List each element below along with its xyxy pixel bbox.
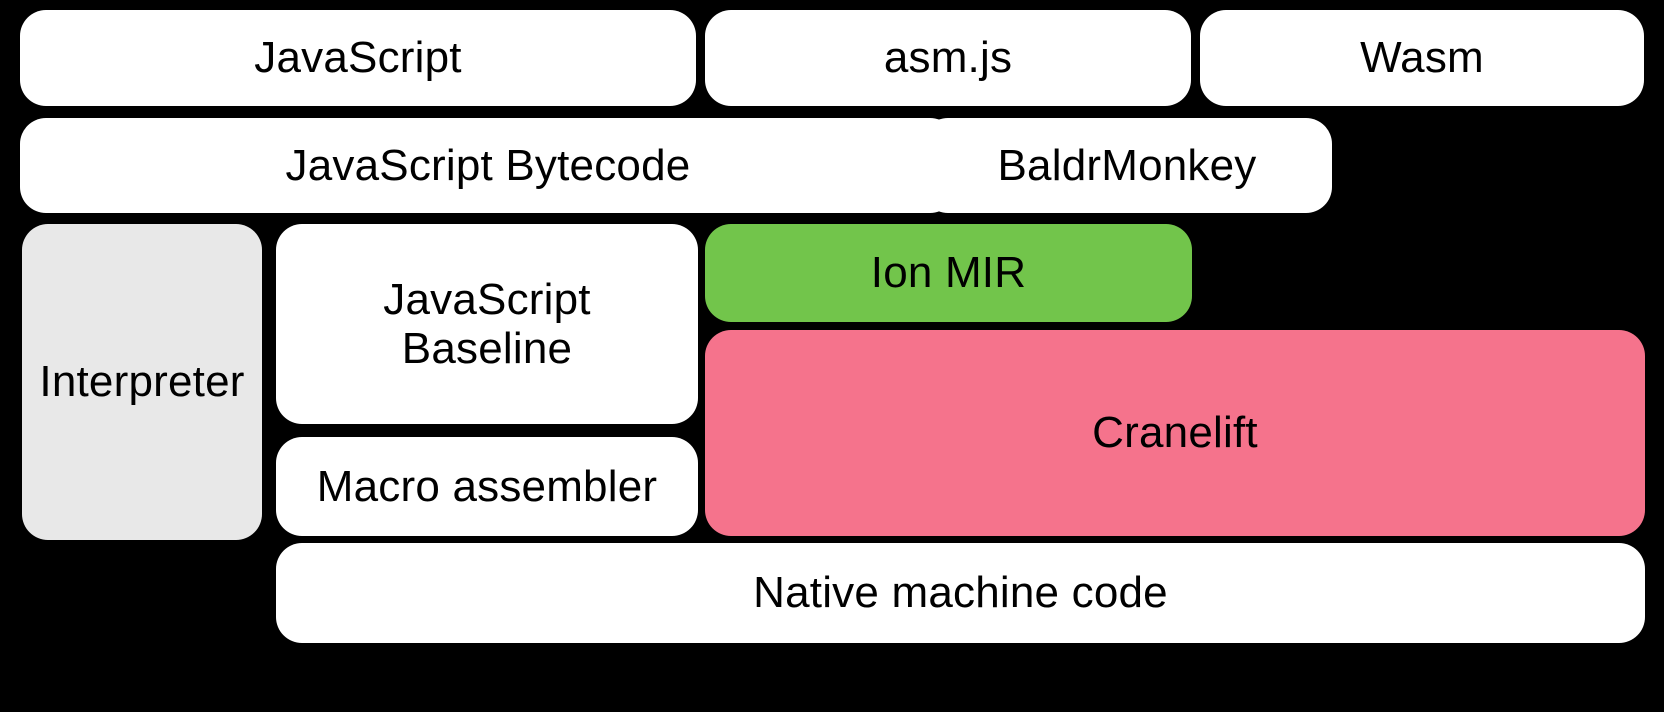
node-asm-js: asm.js xyxy=(705,10,1191,106)
node-interpreter: Interpreter xyxy=(22,224,262,540)
node-cranelift: Cranelift xyxy=(705,330,1645,536)
node-native-machine-code: Native machine code xyxy=(276,543,1645,643)
node-wasm: Wasm xyxy=(1200,10,1644,106)
node-macro-assembler: Macro assembler xyxy=(276,437,698,536)
node-javascript-bytecode: JavaScript Bytecode xyxy=(20,118,956,213)
node-javascript: JavaScript xyxy=(20,10,696,106)
node-baldrmonkey: BaldrMonkey xyxy=(922,118,1332,213)
node-javascript-baseline: JavaScript Baseline xyxy=(276,224,698,424)
node-ion-mir: Ion MIR xyxy=(705,224,1192,322)
